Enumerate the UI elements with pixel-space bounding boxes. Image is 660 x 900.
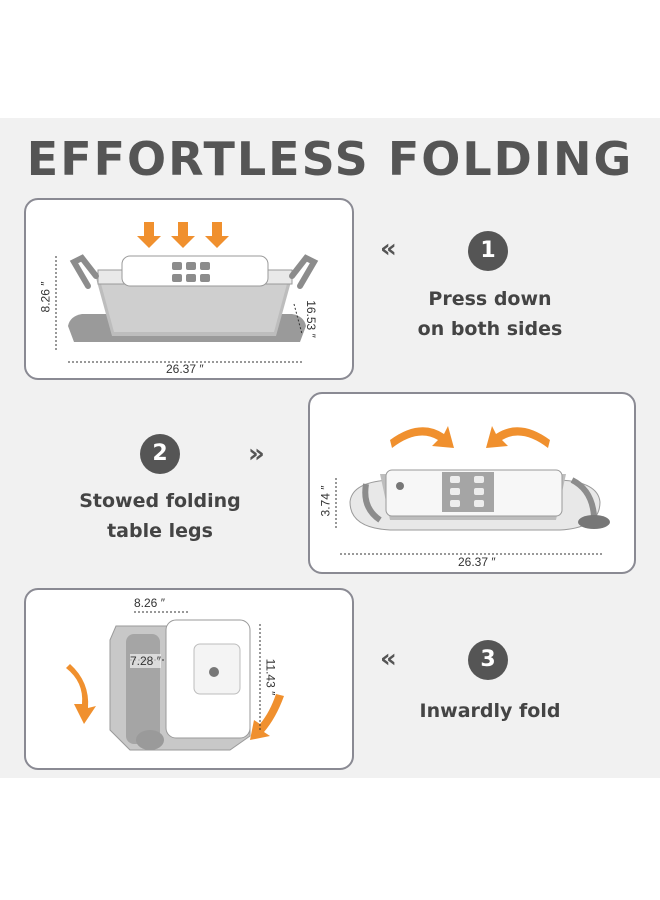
step3-tub-illustration bbox=[66, 611, 284, 751]
step3-height-dim: 11.43 ″ bbox=[263, 658, 278, 696]
step2-caption-line2: table legs bbox=[107, 520, 213, 542]
page-title: EFFORTLESS FOLDING bbox=[26, 132, 634, 186]
press-down-arrows bbox=[137, 222, 229, 248]
step1-width-dim: 26.37 ″ bbox=[166, 362, 204, 376]
step3-number-badge: 3 bbox=[468, 640, 508, 680]
step3-caption: Inwardly fold bbox=[408, 696, 572, 726]
step1-caption: Press down on both sides bbox=[408, 284, 572, 344]
step3-inner-dim: 7.28 ″ bbox=[130, 654, 161, 668]
step1-image-card: 8.26 ″ 16.53 ″ 26.37 ″ bbox=[24, 198, 354, 380]
chevron-right-icon: » bbox=[248, 439, 265, 469]
step1-caption-line1: Press down bbox=[428, 288, 552, 310]
step2-width-dim: 26.37 ″ bbox=[458, 555, 496, 569]
step2-tub-illustration bbox=[335, 426, 610, 555]
chevron-left-icon: « bbox=[380, 234, 397, 264]
step1-height-dim: 8.26 ″ bbox=[38, 281, 53, 313]
step1-depth-dim: 16.53 ″ bbox=[303, 300, 318, 338]
step3-caption-line1: Inwardly fold bbox=[419, 700, 561, 722]
inward-fold-arrows bbox=[66, 664, 284, 740]
step2-height-dim: 3.74 ″ bbox=[318, 485, 333, 517]
step2-caption-line1: Stowed folding bbox=[79, 490, 241, 512]
step1-number-badge: 1 bbox=[468, 231, 508, 271]
fold-arrows bbox=[390, 426, 550, 448]
step3-image-card: 8.26 ″ 7.28 ″ 11.43 ″ bbox=[24, 588, 354, 770]
step2-number-badge: 2 bbox=[140, 434, 180, 474]
step1-caption-line2: on both sides bbox=[417, 318, 563, 340]
step3-width-dim: 8.26 ″ bbox=[134, 596, 165, 610]
step2-caption: Stowed folding table legs bbox=[70, 486, 250, 546]
step2-image-card: 3.74 ″ 26.37 ″ bbox=[308, 392, 636, 574]
step1-tub-illustration bbox=[55, 222, 319, 363]
chevron-left-icon-2: « bbox=[380, 644, 397, 674]
